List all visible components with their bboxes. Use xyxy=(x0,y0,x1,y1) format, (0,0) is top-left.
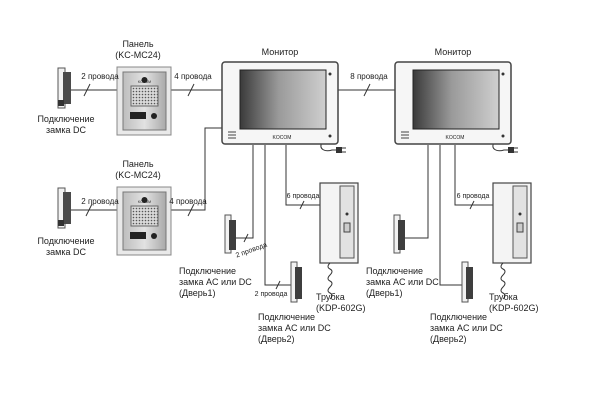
call-button[interactable] xyxy=(130,232,146,239)
speaker-grill xyxy=(130,205,159,227)
wire-label-m1-door1: 2 провода xyxy=(235,242,268,260)
camera-icon xyxy=(141,197,148,203)
wire-panel-monitor-bottom xyxy=(167,127,222,211)
handset-1-label: Трубка xyxy=(316,292,345,302)
panel-2 xyxy=(116,186,172,256)
panel-1-call-label: CALL xyxy=(133,114,144,119)
wire-m1-door2 xyxy=(264,145,300,286)
wire-m2-handset xyxy=(454,145,493,206)
wire-label-lock-panel-top: 2 провода xyxy=(81,72,119,81)
camera-icon xyxy=(141,77,148,83)
wire-label-lock-panel-bottom: 2 провода xyxy=(81,197,119,206)
wire-m1-handset xyxy=(285,145,320,206)
lock-bottom-label: Подключение xyxy=(37,236,94,246)
monitor-screen xyxy=(412,69,500,130)
panel-2-model: (KC-MC24) xyxy=(115,170,161,180)
m2-door2-label: Подключение xyxy=(430,312,487,322)
speaker-grill xyxy=(130,85,159,107)
lock-top-type: замка DC xyxy=(46,125,86,135)
lock-bottom xyxy=(57,187,71,229)
m1-door2-name: (Дверь2) xyxy=(258,334,294,344)
wire-label-m2-handset: 6 провода xyxy=(457,193,490,200)
call-button[interactable] xyxy=(130,112,146,119)
monitor-1 xyxy=(221,61,339,145)
panel-2-label: Панель xyxy=(122,159,153,169)
m2-door1-label: Подключение xyxy=(366,266,423,276)
m2-door1-type: замка AC или DC xyxy=(366,277,439,287)
wire-label-m1-handset: 6 провода xyxy=(287,193,320,200)
monitor-2 xyxy=(394,61,512,145)
handset-2-model: (KDP-602G) xyxy=(489,303,539,313)
m1-door2-lock xyxy=(290,261,302,303)
wire-m1-door1 xyxy=(236,145,254,239)
handset-1 xyxy=(319,182,359,300)
handset-1-model: (KDP-602G) xyxy=(316,303,366,313)
power-plug-1 xyxy=(336,147,346,153)
monitor-1-brand: KOCOM xyxy=(273,135,292,141)
panel-1 xyxy=(116,66,172,136)
wire-label-panel-monitor-top: 4 провода xyxy=(174,72,212,81)
wire-label-monitor-monitor: 8 провода xyxy=(350,72,388,81)
panel-1-model: (KC-MC24) xyxy=(115,50,161,60)
m1-door1-lock xyxy=(224,214,236,254)
lock-bottom-type: замка DC xyxy=(46,247,86,257)
m1-door2-type: замка AC или DC xyxy=(258,323,331,333)
m1-door1-type: замка AC или DC xyxy=(179,277,252,287)
handset-2 xyxy=(492,182,532,300)
m2-door1-lock xyxy=(393,214,405,254)
panel-2-brand: KOCOM xyxy=(138,200,151,204)
monitor-screen xyxy=(239,69,327,130)
m2-door2-type: замка AC или DC xyxy=(430,323,503,333)
monitor-1-label: Монитор xyxy=(262,47,299,57)
panel-1-brand: KOCOM xyxy=(138,80,151,84)
wire-m2-door2 xyxy=(439,145,470,286)
wires xyxy=(71,83,510,290)
m2-door2-lock xyxy=(461,261,473,303)
monitor-2-brand: KOCOM xyxy=(446,135,465,141)
m2-door2-name: (Дверь2) xyxy=(430,334,466,344)
coiled-cord xyxy=(327,262,333,300)
lock-top xyxy=(57,67,71,109)
m1-door1-label: Подключение xyxy=(179,266,236,276)
m1-door2-label: Подключение xyxy=(258,312,315,322)
m2-door1-name: (Дверь1) xyxy=(366,288,402,298)
power-plug-2 xyxy=(508,147,518,153)
wire-label-panel-monitor-bottom: 4 провода xyxy=(169,197,207,206)
handset-2-label: Трубка xyxy=(489,292,518,302)
panel-1-label: Панель xyxy=(122,39,153,49)
wire-label-m1-door2: 2 провода xyxy=(255,291,288,298)
vent-icon xyxy=(401,131,409,139)
panel-2-call-label: CALL xyxy=(133,234,144,239)
coiled-cord xyxy=(500,262,506,300)
m1-door1-name: (Дверь1) xyxy=(179,288,215,298)
monitor-2-label: Монитор xyxy=(435,47,472,57)
wire-m2-door1 xyxy=(405,145,429,239)
lock-top-label: Подключение xyxy=(37,114,94,124)
vent-icon xyxy=(228,131,236,139)
